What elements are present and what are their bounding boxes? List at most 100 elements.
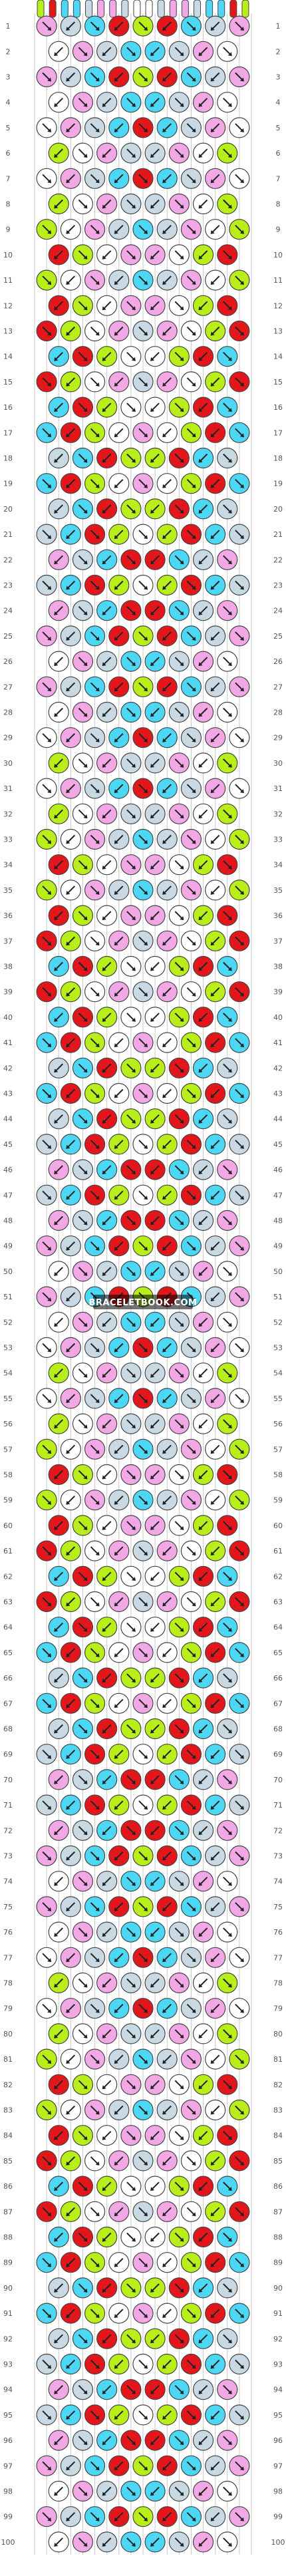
knot[interactable] (132, 2353, 154, 2375)
knot[interactable] (120, 1972, 142, 1994)
knot[interactable] (217, 244, 238, 265)
knot[interactable] (108, 2455, 130, 2476)
knot[interactable] (132, 168, 154, 189)
knot[interactable] (96, 447, 118, 469)
knot[interactable] (84, 1947, 106, 1968)
knot[interactable] (156, 2099, 178, 2121)
knot[interactable] (229, 2048, 250, 2070)
knot[interactable] (96, 1413, 118, 1434)
knot[interactable] (96, 193, 118, 215)
knot[interactable] (72, 1413, 94, 1434)
knot[interactable] (144, 193, 166, 215)
knot[interactable] (120, 651, 142, 672)
knot[interactable] (84, 2303, 106, 2324)
knot[interactable] (48, 2379, 69, 2400)
knot[interactable] (168, 1363, 190, 1384)
knot[interactable] (229, 828, 250, 850)
knot[interactable] (132, 1184, 154, 1206)
knot[interactable] (180, 1134, 202, 1155)
knot[interactable] (108, 625, 130, 647)
knot[interactable] (229, 1845, 250, 1867)
knot[interactable] (108, 2150, 130, 2172)
knot[interactable] (132, 1134, 154, 1155)
knot[interactable] (144, 701, 166, 723)
knot[interactable] (120, 295, 142, 316)
knot[interactable] (205, 625, 226, 647)
knot[interactable] (180, 1845, 202, 1867)
knot[interactable] (60, 1591, 81, 1613)
knot[interactable] (60, 422, 81, 443)
knot[interactable] (205, 2303, 226, 2324)
knot[interactable] (60, 2506, 81, 2527)
knot[interactable] (108, 1184, 130, 1206)
knot[interactable] (36, 2455, 57, 2476)
knot[interactable] (217, 2277, 238, 2299)
knot[interactable] (72, 1871, 94, 1892)
knot[interactable] (96, 1871, 118, 1892)
knot[interactable] (180, 66, 202, 88)
knot[interactable] (96, 1363, 118, 1384)
knot[interactable] (156, 2506, 178, 2527)
knot[interactable] (168, 803, 190, 824)
knot[interactable] (144, 1159, 166, 1180)
knot[interactable] (144, 2125, 166, 2146)
knot[interactable] (192, 1057, 214, 1078)
knot[interactable] (192, 1007, 214, 1028)
knot[interactable] (72, 600, 94, 621)
knot[interactable] (120, 1667, 142, 1689)
knot[interactable] (168, 549, 190, 570)
knot[interactable] (132, 219, 154, 240)
knot[interactable] (205, 1591, 226, 1613)
knot[interactable] (132, 1744, 154, 1765)
knot[interactable] (120, 2125, 142, 2146)
knot[interactable] (96, 2074, 118, 2095)
knot[interactable] (120, 2480, 142, 2502)
knot[interactable] (108, 828, 130, 850)
knot[interactable] (96, 2226, 118, 2248)
knot[interactable] (217, 142, 238, 164)
knot[interactable] (180, 880, 202, 901)
knot[interactable] (120, 1565, 142, 1587)
knot[interactable] (120, 193, 142, 215)
knot[interactable] (229, 2201, 250, 2222)
knot[interactable] (72, 854, 94, 876)
knot[interactable] (180, 1082, 202, 1104)
knot[interactable] (229, 2455, 250, 2476)
knot[interactable] (229, 66, 250, 88)
knot[interactable] (72, 752, 94, 774)
knot[interactable] (72, 193, 94, 215)
knot[interactable] (84, 2404, 106, 2426)
knot[interactable] (229, 473, 250, 494)
knot[interactable] (60, 1286, 81, 1307)
knot[interactable] (180, 1235, 202, 1257)
knot[interactable] (168, 498, 190, 520)
knot[interactable] (217, 1363, 238, 1384)
knot[interactable] (144, 600, 166, 621)
knot[interactable] (60, 981, 81, 1003)
knot[interactable] (84, 1845, 106, 1867)
knot[interactable] (156, 269, 178, 291)
knot[interactable] (96, 2379, 118, 2400)
knot[interactable] (192, 346, 214, 367)
knot[interactable] (48, 701, 69, 723)
knot[interactable] (84, 2506, 106, 2527)
knot[interactable] (132, 930, 154, 951)
knot[interactable] (168, 92, 190, 113)
knot[interactable] (120, 854, 142, 876)
knot[interactable] (192, 803, 214, 824)
knot[interactable] (180, 269, 202, 291)
knot[interactable] (205, 981, 226, 1003)
knot[interactable] (36, 1642, 57, 1663)
knot[interactable] (168, 447, 190, 469)
knot[interactable] (120, 2430, 142, 2451)
knot[interactable] (180, 727, 202, 748)
knot[interactable] (36, 1540, 57, 1561)
knot[interactable] (48, 2175, 69, 2197)
knot[interactable] (120, 142, 142, 164)
knot[interactable] (36, 2252, 57, 2273)
knot[interactable] (229, 15, 250, 37)
knot[interactable] (229, 1134, 250, 1155)
knot[interactable] (144, 1464, 166, 1486)
knot[interactable] (60, 1337, 81, 1359)
knot[interactable] (168, 244, 190, 265)
